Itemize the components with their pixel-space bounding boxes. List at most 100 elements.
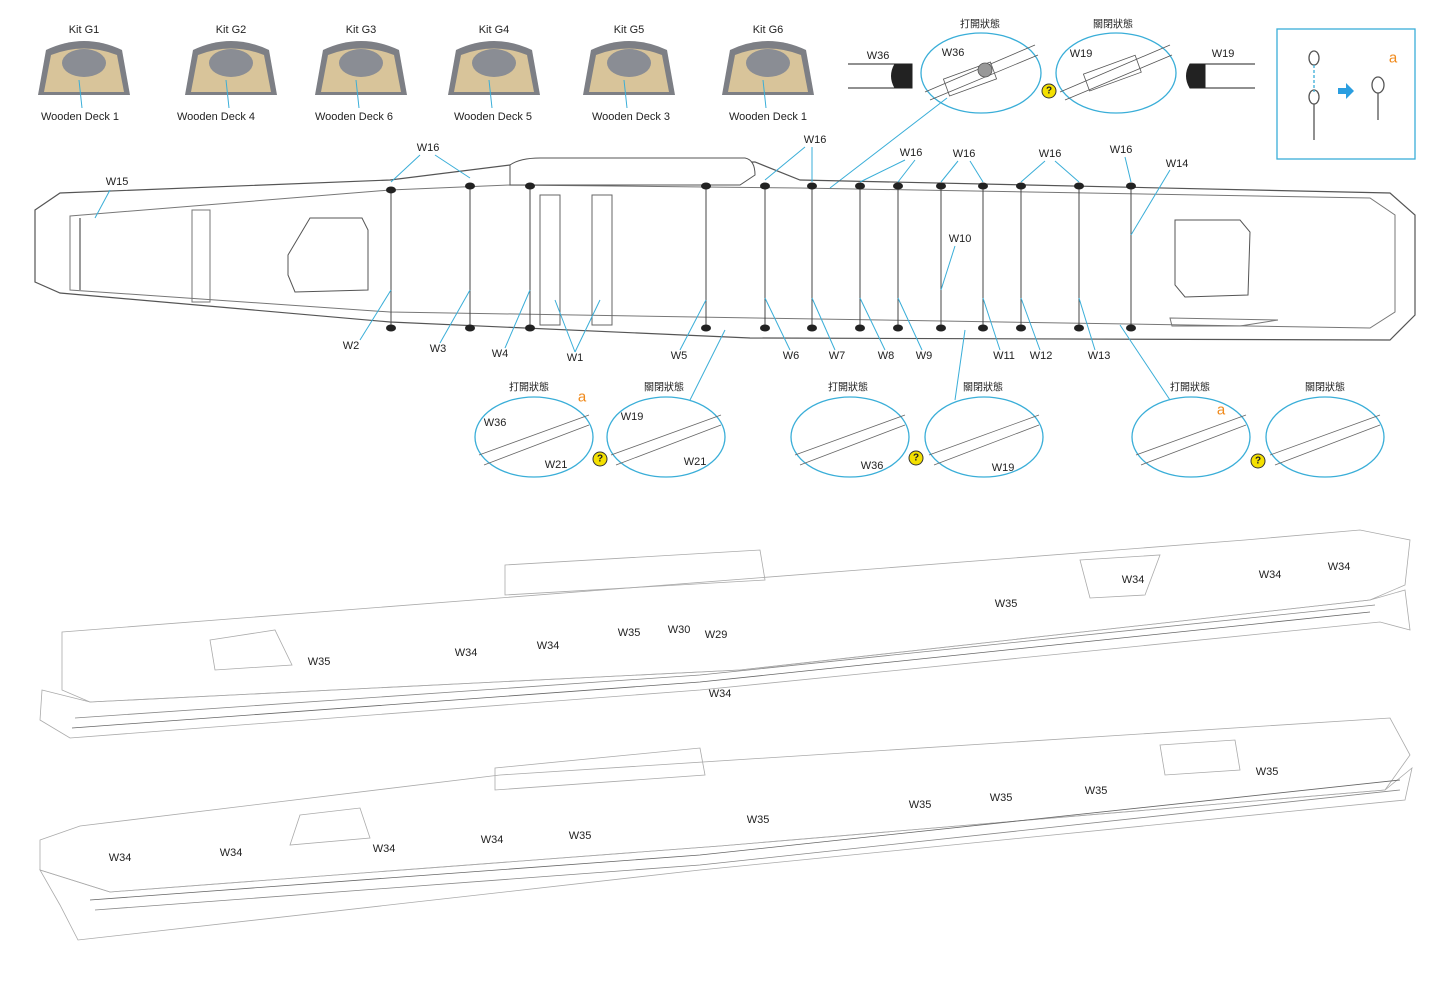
part-label: W4 — [491, 348, 509, 360]
part-label: W34 — [108, 852, 132, 864]
part-label: W1 — [566, 352, 584, 364]
part-label: W30 — [667, 624, 691, 636]
open-state-callout — [920, 32, 1042, 114]
part-label: W36 — [866, 50, 890, 62]
part-label: W21 — [683, 456, 707, 468]
w19-part-icon — [1186, 63, 1255, 89]
part-label: W34 — [1258, 569, 1282, 581]
step-label: a — [577, 388, 587, 406]
kit-title: Kit G4 — [478, 24, 510, 36]
kit-deck-image — [448, 41, 540, 109]
part-label: W35 — [1084, 785, 1108, 797]
part-label: W35 — [908, 799, 932, 811]
part-label: W35 — [568, 830, 592, 842]
part-label: W15 — [105, 176, 129, 188]
part-label: W19 — [1069, 48, 1093, 60]
part-label: W10 — [948, 233, 972, 245]
part-label: W29 — [704, 629, 728, 641]
deck-label: Wooden Deck 6 — [314, 111, 394, 123]
part-label: W16 — [416, 142, 440, 154]
part-label: W12 — [1029, 350, 1053, 362]
part-label: W34 — [454, 647, 478, 659]
closed-state-title: 關閉狀態 — [644, 382, 684, 394]
part-label: W35 — [989, 792, 1013, 804]
detail-callout — [606, 396, 726, 478]
part-label: W3 — [429, 343, 447, 355]
kit-deck-image — [315, 41, 407, 109]
perspective-view-2 — [39, 717, 1413, 941]
part-label: W35 — [746, 814, 770, 826]
part-label: W34 — [480, 834, 504, 846]
part-label: W13 — [1087, 350, 1111, 362]
kit-deck-image — [583, 41, 675, 109]
part-label: W16 — [803, 134, 827, 146]
deck-label: Wooden Deck 1 — [728, 111, 808, 123]
closed-state-title: 關閉狀態 — [1093, 19, 1133, 31]
deck-label: Wooden Deck 1 — [40, 111, 120, 123]
part-label: W19 — [1211, 48, 1235, 60]
deck-label: Wooden Deck 4 — [176, 111, 256, 123]
closed-state-callout — [1055, 32, 1177, 114]
kit-title: Kit G3 — [345, 24, 377, 36]
part-label: W16 — [1038, 148, 1062, 160]
part-label: W7 — [828, 350, 846, 362]
part-label: W16 — [1109, 144, 1133, 156]
deck-label: Wooden Deck 5 — [453, 111, 533, 123]
part-label: W6 — [782, 350, 800, 362]
detail-callout — [1131, 396, 1251, 478]
kit-title: Kit G2 — [215, 24, 247, 36]
part-label: W34 — [536, 640, 560, 652]
part-label: W34 — [219, 847, 243, 859]
kit-deck-image — [185, 41, 277, 109]
kit-title: Kit G1 — [68, 24, 100, 36]
part-label: W8 — [877, 350, 895, 362]
part-label: W16 — [952, 148, 976, 160]
open-state-title: 打開狀態 — [828, 382, 868, 394]
step-label: a — [1216, 401, 1226, 419]
question-icon: ? — [592, 451, 608, 467]
part-label: W36 — [941, 47, 965, 59]
assembly-step-box — [1276, 28, 1416, 160]
kit-deck-image — [722, 41, 814, 109]
part-label: W35 — [617, 627, 641, 639]
kit-deck-images — [38, 41, 814, 109]
w36-part-icon — [848, 63, 913, 89]
part-label: W5 — [670, 350, 688, 362]
part-label: W19 — [620, 411, 644, 423]
question-icon: ? — [1250, 453, 1266, 469]
part-label: W35 — [1255, 766, 1279, 778]
part-label: W16 — [899, 147, 923, 159]
detail-callout — [924, 396, 1044, 478]
part-label: W34 — [708, 688, 732, 700]
closed-state-title: 關閉狀態 — [1305, 382, 1345, 394]
kit-title: Kit G5 — [613, 24, 645, 36]
part-label: W35 — [307, 656, 331, 668]
detail-callout — [474, 396, 594, 478]
part-label: W35 — [994, 598, 1018, 610]
question-icon: ? — [1041, 83, 1057, 99]
part-label: W36 — [860, 460, 884, 472]
kit-title: Kit G6 — [752, 24, 784, 36]
part-label: W11 — [993, 350, 1015, 362]
open-state-title: 打開狀態 — [1170, 382, 1210, 394]
part-label: W36 — [483, 417, 507, 429]
arrow-right-icon — [1338, 83, 1354, 99]
step-label: a — [1388, 49, 1398, 67]
part-label: W21 — [544, 459, 568, 471]
open-state-title: 打開狀態 — [509, 382, 549, 394]
part-label: W2 — [342, 340, 360, 352]
question-icon: ? — [908, 450, 924, 466]
part-label: W34 — [1327, 561, 1351, 573]
part-label: W34 — [1121, 574, 1145, 586]
part-label: W14 — [1165, 158, 1189, 170]
deck-label: Wooden Deck 3 — [591, 111, 671, 123]
perspective-view-1 — [39, 529, 1411, 739]
kit-deck-image — [38, 41, 130, 109]
part-label: W34 — [372, 843, 396, 855]
wire-lines — [386, 182, 1136, 332]
detail-callout — [1265, 396, 1385, 478]
open-state-title: 打開狀態 — [960, 19, 1000, 31]
deck-plan-outline — [34, 161, 1416, 341]
